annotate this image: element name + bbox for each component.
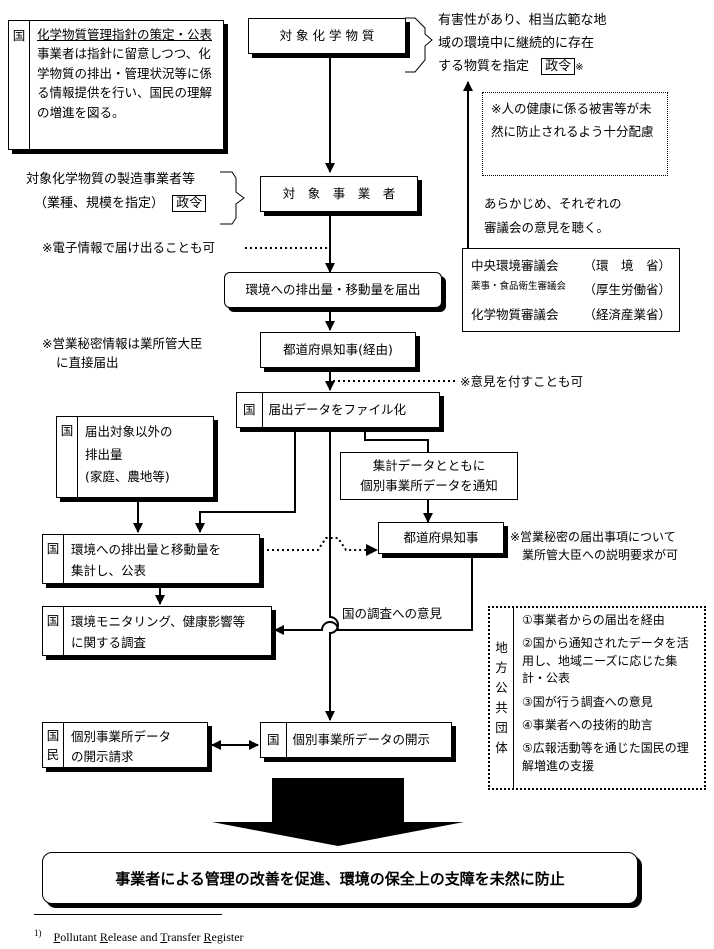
kuni-label: 国 xyxy=(46,727,60,743)
opinion-note: ※意見を付すことも可 xyxy=(460,374,583,389)
health-note-text: ※人の健康に係る被害等が未然に防止されるよう十分配慮 xyxy=(491,101,654,140)
councils-box: 中央環境審議会（環 境 省） 薬事・食品衛生審議会（厚生労働省） 化学物質審議会… xyxy=(462,248,680,332)
target-chemical-box: 対 象 化 学 物 質 xyxy=(248,18,406,54)
monitoring-line-2: に関する調査 xyxy=(71,635,147,651)
prefecture-via-box: 都道府県知事(経由) xyxy=(260,332,416,368)
secret-explain-line-2: 業所管大臣への説明要求が可 xyxy=(522,548,679,562)
prefecture-via-label: 都道府県知事(経由) xyxy=(283,342,393,358)
manufacturer-note-line-2: （業種、規模を指定） xyxy=(34,196,165,212)
seirei-tag: 政令 xyxy=(541,57,576,75)
council-row-health: 薬事・食品衛生審議会（厚生労働省） xyxy=(471,281,671,298)
prefecture-label: 都道府県知事 xyxy=(403,530,479,546)
non-target-line-2: 排出量 xyxy=(85,446,123,462)
local-government-box: 地 方 公 共 団 体 ①事業者からの届出を経由 ②国から通知されたデータを活用… xyxy=(488,606,706,790)
local-gov-item-1: ①事業者からの届出を経由 xyxy=(522,613,665,627)
monitoring-line-1: 環境モニタリング、健康影響等 xyxy=(71,614,246,629)
aggregate-publish-box: 国 環境への排出量と移動量を 集計し、公表 xyxy=(42,534,260,584)
health-note-box: ※人の健康に係る被害等が未然に防止されるよう十分配慮 xyxy=(482,92,668,176)
min-label: 民 xyxy=(46,747,60,762)
non-target-line-3: (家庭、農地等) xyxy=(85,469,170,484)
prefecture-box: 都道府県知事 xyxy=(378,522,504,554)
manufacturer-note: 対象化学物質の製造事業者等 （業種、規模を指定） 政令 xyxy=(26,168,207,216)
target-business-label: 対 象 事 業 者 xyxy=(282,186,396,202)
report-amount-label: 環境への排出量・移動量を届出 xyxy=(245,282,421,298)
monitoring-box: 国 環境モニタリング、健康影響等 に関する調査 xyxy=(42,606,272,656)
trade-secret-note-line-2: に直接届出 xyxy=(56,355,119,371)
local-government-label: 地 方 公 共 団 体 xyxy=(490,608,514,788)
hazard-note: 有害性があり、相当広範な地 域の環境中に継続的に存在 する物質を指定 政令※ xyxy=(438,10,638,78)
local-gov-item-2: ②国から通知されたデータを活用し、地域ニーズに応じた集計・公表 xyxy=(522,636,689,686)
hazard-note-line-3: する物質を指定 xyxy=(438,58,530,74)
disclosure-request-line-2: の開示請求 xyxy=(71,749,134,764)
footnote-number: 1) xyxy=(34,928,42,938)
national-policy-box: 国 化学物質管理指針の策定・公表 事業者は指針に留意しつつ、化学物質の排出・管理… xyxy=(8,20,224,150)
secret-explain-line-1: ※営業秘密の届出事項について xyxy=(510,530,676,544)
secret-explain-note: ※営業秘密の届出事項について 業所管大臣への説明要求が可 xyxy=(510,528,678,564)
file-data-label: 届出データをファイル化 xyxy=(268,402,407,418)
local-gov-item-3: ③国が行う調査への意見 xyxy=(522,694,653,709)
kuni-label: 国 xyxy=(9,21,30,149)
disclosure-box: 国 個別事業所データの開示 xyxy=(260,722,452,758)
advance-note: あらかじめ、それぞれの 審議会の意見を聴く。 xyxy=(484,192,622,240)
local-gov-item-5: ⑤広報活動等を通じた国民の理解増進の支援 xyxy=(522,741,689,773)
policy-title: 化学物質管理指針の策定・公表 xyxy=(37,27,213,42)
footnote-divider xyxy=(34,914,222,915)
trade-secret-note: ※営業秘密情報は業所管大臣 に直接届出 xyxy=(42,334,202,373)
non-target-emissions-box: 国 届出対象以外の 排出量 (家庭、農地等) xyxy=(56,416,214,498)
kuni-label: 国 xyxy=(261,723,287,757)
target-business-box: 対 象 事 業 者 xyxy=(260,176,418,212)
target-chemical-label: 対 象 化 学 物 質 xyxy=(279,28,375,44)
seirei-tag-2: 政令 xyxy=(172,195,207,213)
advance-note-line-2: 審議会の意見を聴く。 xyxy=(484,219,610,235)
conclusion-box: 事業者による管理の改善を促進、環境の保全上の支障を未然に防止 xyxy=(42,852,638,904)
notify-line-2: 個別事業所データを通知 xyxy=(360,478,498,493)
policy-body: 事業者は指針に留意しつつ、化学物質の排出・管理状況等に係る情報提供を行い、国民の… xyxy=(37,46,213,120)
kuni-label: 国 xyxy=(43,607,64,655)
advance-note-line-1: あらかじめ、それぞれの xyxy=(484,196,622,211)
conclusion-label: 事業者による管理の改善を促進、環境の保全上の支障を未然に防止 xyxy=(115,869,565,888)
hazard-note-line-1: 有害性があり、相当広範な地 xyxy=(438,13,607,28)
disclosure-label: 個別事業所データの開示 xyxy=(292,732,431,748)
council-row-environment: 中央環境審議会（環 境 省） xyxy=(471,258,671,273)
kuni-label: 国 xyxy=(43,535,64,583)
disclosure-request-line-1: 個別事業所データ xyxy=(71,729,172,744)
kuni-label: 国 xyxy=(57,417,78,497)
kuni-label: 国 xyxy=(237,393,263,427)
notify-line-1: 集計データとともに xyxy=(372,458,486,473)
non-target-line-1: 届出対象以外の xyxy=(85,424,173,439)
aggregate-line-1: 環境への排出量と移動量を xyxy=(71,542,222,557)
trade-secret-note-line-1: ※営業秘密情報は業所管大臣 xyxy=(42,336,203,351)
national-survey-opinion-label: 国の調査への意見 xyxy=(342,606,443,621)
aggregate-line-2: 集計し、公表 xyxy=(71,563,147,579)
local-gov-item-4: ④事業者への技術的助言 xyxy=(522,717,653,732)
hazard-note-line-2: 域の環境中に継続的に存在 xyxy=(438,35,595,51)
electronic-note: ※電子情報で届け出ることも可 xyxy=(42,240,215,255)
manufacturer-note-line-1: 対象化学物質の製造事業者等 xyxy=(26,172,196,187)
file-data-box: 国 届出データをファイル化 xyxy=(236,392,440,428)
asterisk-mark: ※ xyxy=(575,61,584,73)
notify-box: 集計データとともに 個別事業所データを通知 xyxy=(340,452,518,500)
council-row-economy: 化学物質審議会（経済産業省） xyxy=(471,306,671,322)
report-amount-box: 環境への排出量・移動量を届出 xyxy=(224,272,442,308)
footnote: 1)Pollutant Release and Transfer Registe… xyxy=(34,928,244,944)
disclosure-request-box: 国 民 個別事業所データ の開示請求 xyxy=(42,722,208,768)
